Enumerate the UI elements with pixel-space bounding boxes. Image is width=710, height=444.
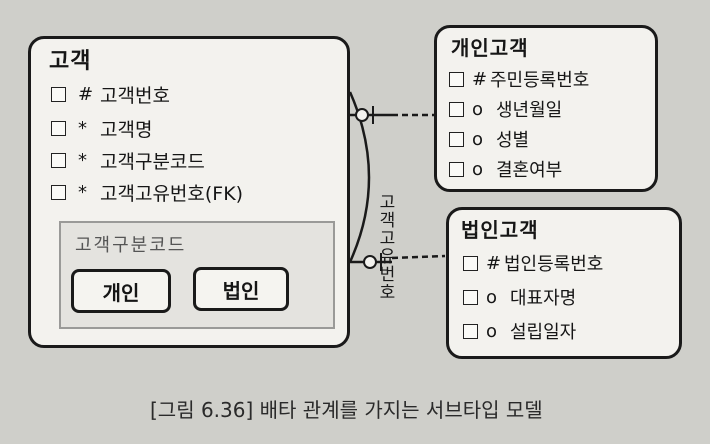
attribute-name: 법인등록번호 — [504, 254, 604, 275]
checkbox-icon — [449, 71, 464, 87]
attribute-row: o 생년월일 — [449, 96, 562, 122]
attribute-row: * 고객구분코드 — [51, 147, 205, 174]
attribute-marker: o — [472, 128, 484, 150]
attribute-marker: o — [472, 98, 484, 120]
attribute-row: o 대표자명 — [463, 284, 576, 310]
attribute-row: # 고객번호 — [51, 81, 170, 108]
entity-customer-title: 고객 — [49, 49, 92, 74]
attribute-name: 결혼여부 — [496, 160, 563, 181]
entity-individual-customer: 개인고객 # 주민등록번호 o 생년월일 o 성별 o 결혼여부 — [434, 25, 658, 192]
checkbox-icon — [449, 131, 464, 147]
attribute-row: # 법인등록번호 — [463, 250, 603, 276]
relationship-line-corporate-optional — [391, 254, 446, 260]
checkbox-icon — [449, 161, 464, 177]
attribute-marker: * — [78, 150, 87, 171]
attribute-name: 고객고유번호(FK) — [100, 183, 244, 205]
entity-corporate-customer: 법인고객 # 법인등록번호 o 대표자명 o 설립일자 — [446, 207, 682, 359]
checkbox-icon — [463, 323, 478, 339]
attribute-name: 고객명 — [100, 119, 153, 141]
attribute-marker: * — [78, 182, 87, 203]
attribute-marker: # — [78, 84, 94, 105]
attribute-marker: * — [78, 118, 87, 139]
attribute-name: 설립일자 — [510, 322, 577, 343]
entity-customer: 고객 # 고객번호 * 고객명 * 고객구분코드 * 고객고유번호(FK) 고객… — [28, 36, 350, 348]
subtype-item-individual: 개인 — [71, 269, 171, 313]
attribute-name: 생년월일 — [496, 100, 563, 121]
attribute-row: o 결혼여부 — [449, 156, 562, 182]
attribute-marker: # — [472, 68, 488, 90]
attribute-marker: o — [472, 158, 484, 180]
checkbox-icon — [51, 121, 66, 136]
checkbox-icon — [51, 153, 66, 168]
subtype-item-corporate: 법인 — [193, 267, 289, 311]
relationship-label: 고객고유번호 — [375, 193, 395, 301]
checkbox-icon — [463, 289, 478, 305]
attribute-row: * 고객명 — [51, 115, 152, 142]
attribute-marker: # — [486, 252, 502, 274]
attribute-row: o 설립일자 — [463, 318, 576, 344]
attribute-row: # 주민등록번호 — [449, 66, 589, 92]
subtype-group: 고객구분코드 개인 법인 — [59, 221, 335, 329]
attribute-name: 고객번호 — [100, 85, 170, 107]
attribute-name: 고객구분코드 — [100, 151, 205, 173]
attribute-name: 성별 — [496, 130, 530, 151]
entity-corporate-customer-title: 법인고객 — [461, 218, 539, 242]
attribute-row: * 고객고유번호(FK) — [51, 179, 243, 206]
subtype-group-title: 고객구분코드 — [75, 235, 187, 256]
attribute-row: o 성별 — [449, 126, 529, 152]
checkbox-icon — [51, 87, 66, 102]
checkbox-icon — [51, 185, 66, 200]
checkbox-icon — [463, 255, 478, 271]
checkbox-icon — [449, 101, 464, 117]
attribute-marker: o — [486, 286, 498, 308]
figure-caption: [그림 6.36] 배타 관계를 가지는 서브타입 모델 — [150, 398, 543, 422]
attribute-name: 주민등록번호 — [490, 70, 590, 91]
relationship-circle-individual — [355, 108, 369, 122]
relationship-circle-corporate — [363, 255, 377, 269]
attribute-marker: o — [486, 320, 498, 342]
entity-individual-customer-title: 개인고객 — [451, 36, 529, 60]
attribute-name: 대표자명 — [510, 288, 577, 309]
